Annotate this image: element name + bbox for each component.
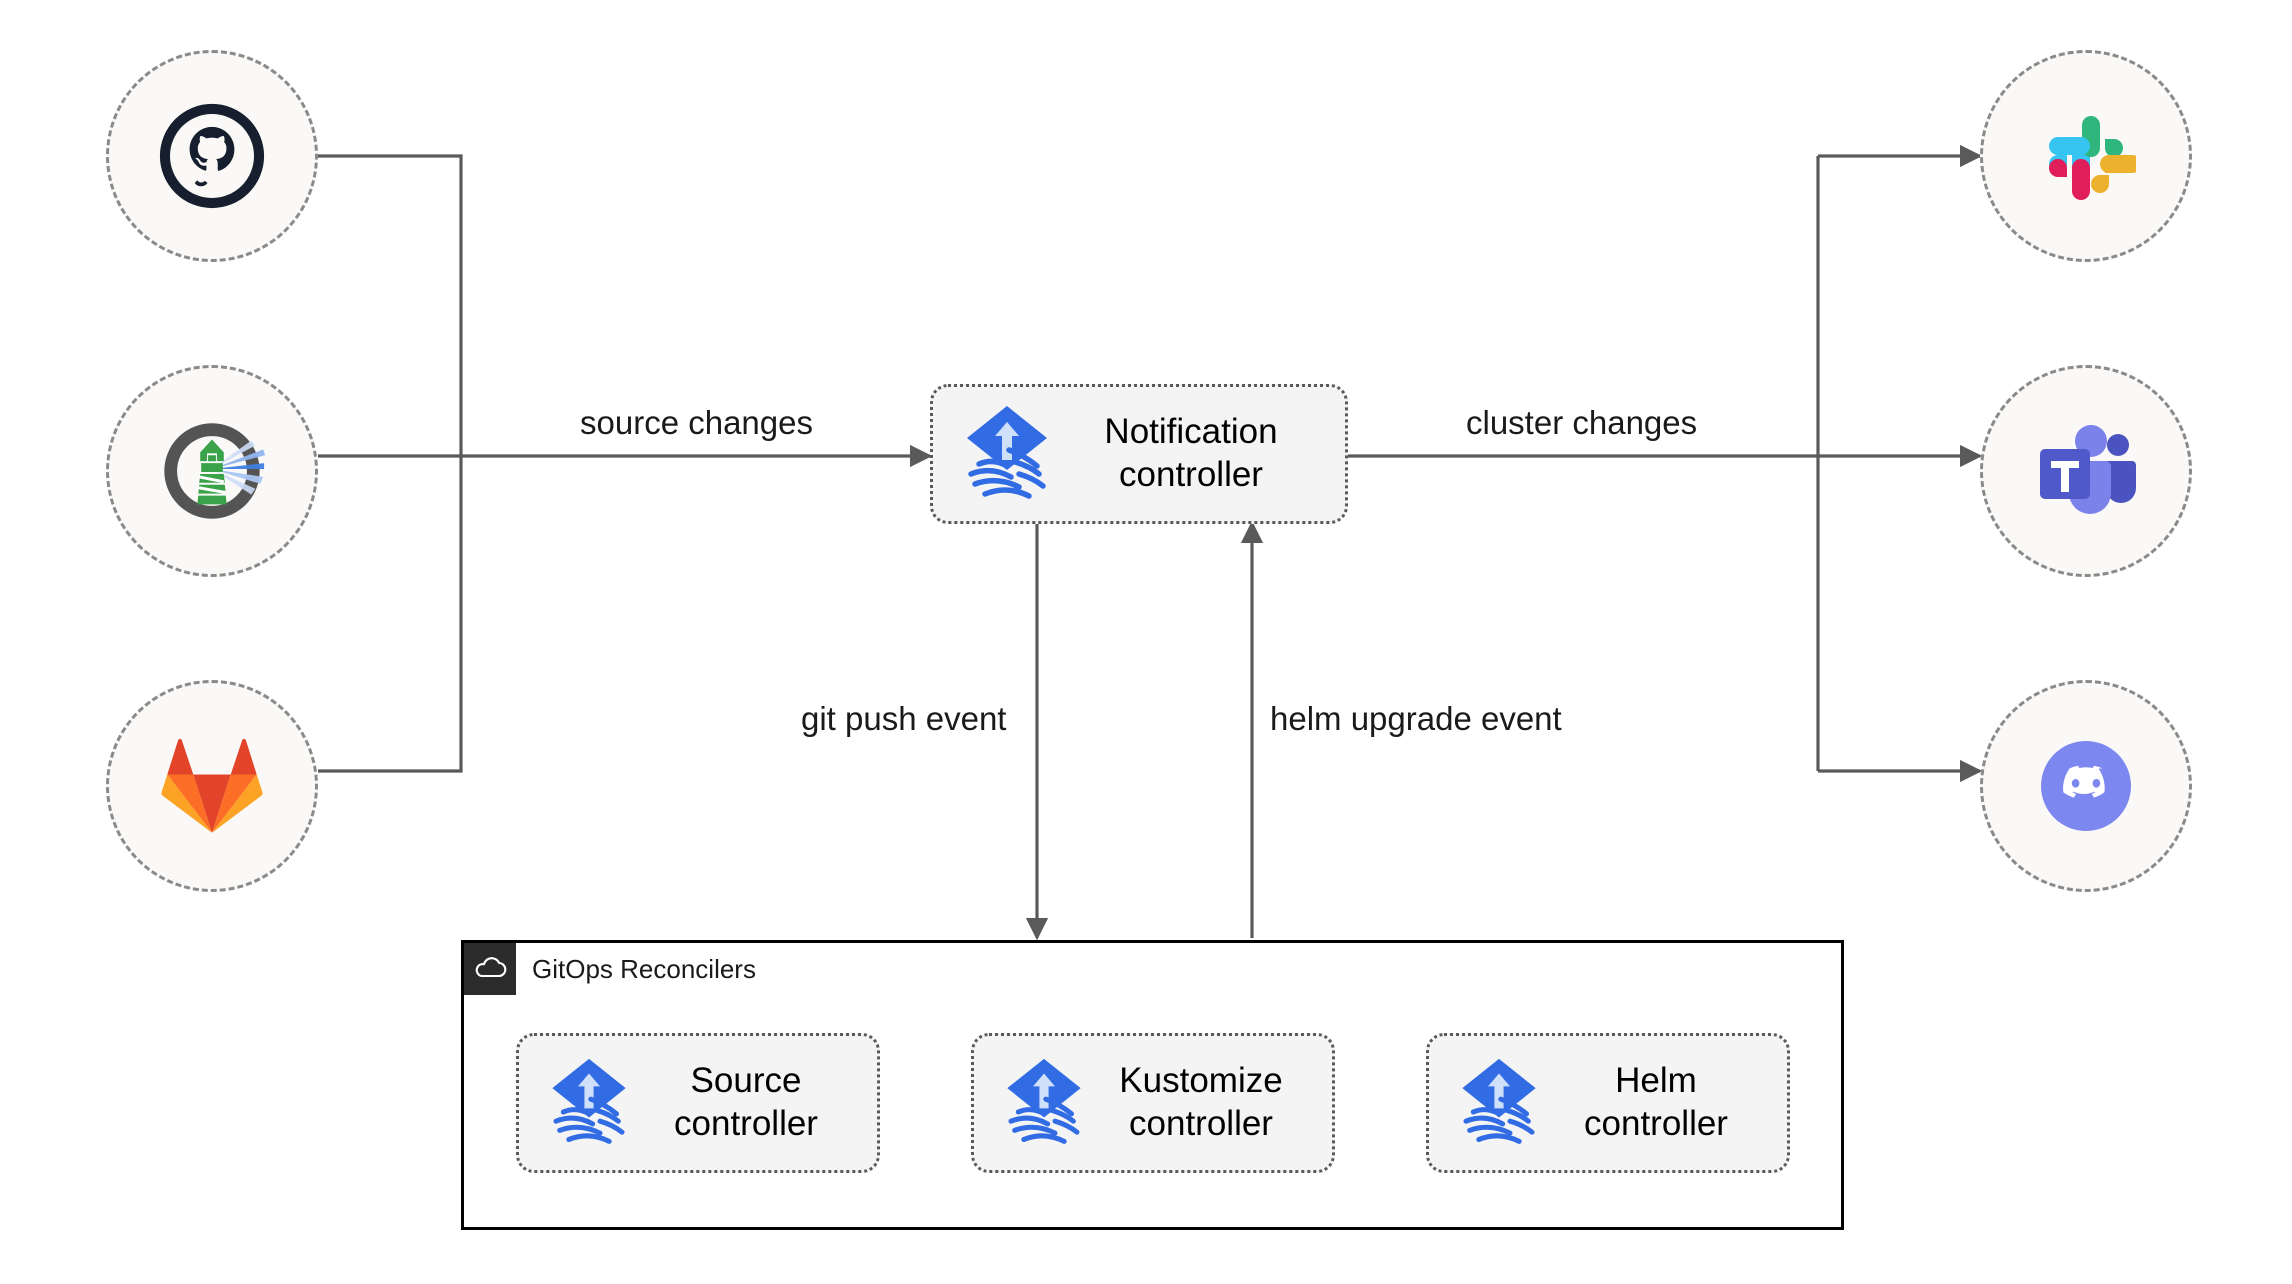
flux-controller-icon <box>1000 1053 1088 1154</box>
source-node-github[interactable] <box>106 50 318 262</box>
edge-label-cluster-changes: cluster changes <box>1466 404 1698 441</box>
notification-controller-card[interactable]: Notification controller <box>930 384 1348 524</box>
source-controller-card[interactable]: Source controller <box>516 1033 880 1173</box>
flux-lighthouse-icon <box>153 412 271 530</box>
microsoft-teams-icon <box>2034 423 2138 519</box>
slack-icon <box>2036 106 2136 206</box>
github-icon <box>156 100 268 212</box>
kustomize-controller-card[interactable]: Kustomize controller <box>971 1033 1335 1173</box>
destination-node-discord[interactable] <box>1980 680 2192 892</box>
edge-label-git-push-event: git push event <box>801 700 1007 737</box>
destination-node-slack[interactable] <box>1980 50 2192 262</box>
source-node-flux[interactable] <box>106 365 318 577</box>
kustomize-controller-label: Kustomize controller <box>1119 1061 1283 1143</box>
source-node-gitlab[interactable] <box>106 680 318 892</box>
gitlab-icon <box>160 736 264 836</box>
notification-controller-label: Notification controller <box>1104 412 1278 494</box>
helm-controller-card[interactable]: Helm controller <box>1426 1033 1790 1173</box>
flux-controller-icon <box>959 400 1055 509</box>
helm-controller-label: Helm controller <box>1584 1061 1728 1143</box>
edge-label-source-changes: source changes <box>580 404 813 441</box>
edge-label-helm-upgrade-event: helm upgrade event <box>1270 700 1562 737</box>
discord-icon <box>2030 730 2142 842</box>
flux-controller-icon <box>545 1053 633 1154</box>
source-controller-label: Source controller <box>674 1061 818 1143</box>
destination-node-teams[interactable] <box>1980 365 2192 577</box>
flux-controller-icon <box>1455 1053 1543 1154</box>
gitops-group-header: GitOps Reconcilers <box>464 943 756 995</box>
gitops-group-title: GitOps Reconcilers <box>532 953 756 984</box>
cloud-icon <box>464 943 516 995</box>
